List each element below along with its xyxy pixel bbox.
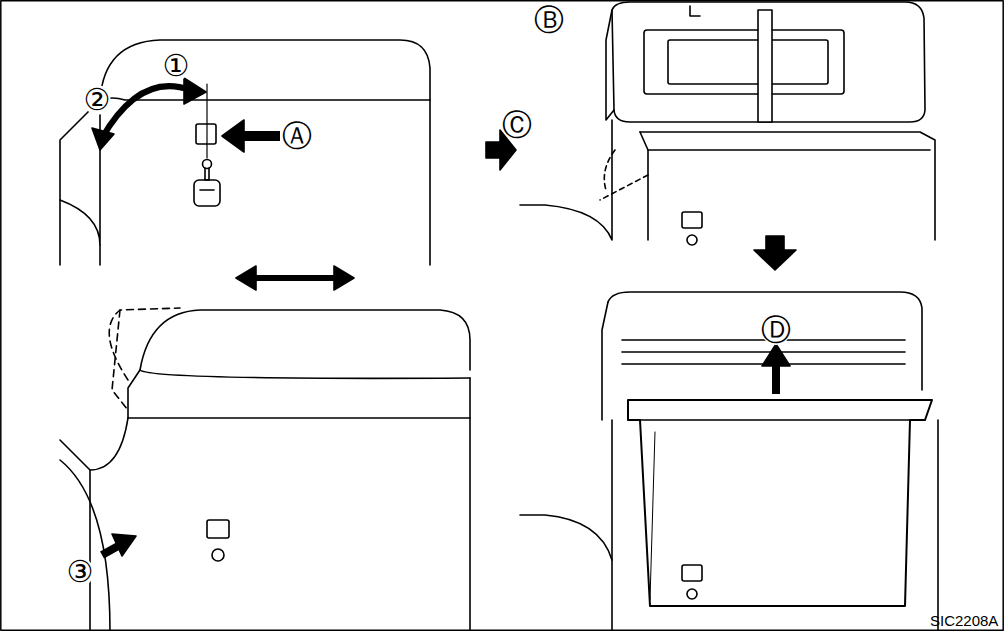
figure-code: SIC2208A	[930, 613, 998, 628]
console-bin-removed	[520, 292, 938, 631]
callout-letter: Ⓒ	[502, 110, 532, 140]
callout-letter: Ⓑ	[534, 5, 564, 35]
step-arrow	[754, 236, 796, 270]
callout-letter: Ⓓ	[761, 315, 791, 345]
callout-number: ②	[84, 85, 111, 115]
console-lid-open	[520, 2, 935, 245]
callout-letter: Ⓐ	[282, 121, 312, 151]
callout-number: ③	[67, 557, 94, 587]
callout-number: ①	[163, 51, 190, 81]
console-lid-slide	[60, 266, 470, 631]
console-closed-with-key	[60, 40, 430, 265]
